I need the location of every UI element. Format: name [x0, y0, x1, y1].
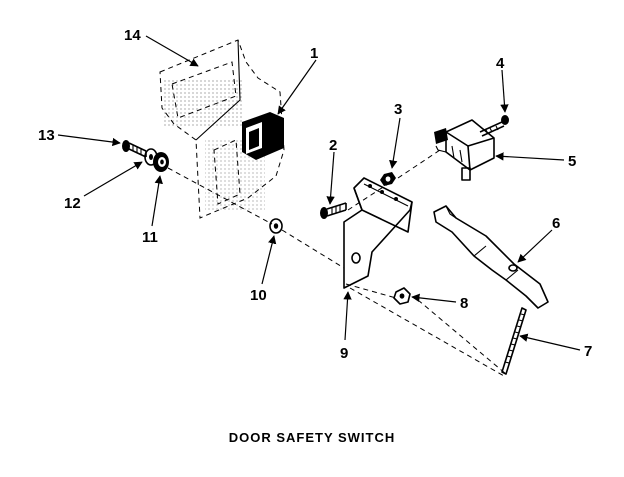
mounting-bracket: [343, 177, 413, 289]
grommet-11: [153, 152, 169, 172]
door-housing-panel: [159, 39, 285, 219]
diagram-caption: DOOR SAFETY SWITCH: [228, 430, 396, 445]
assembly-lines: [167, 149, 507, 377]
callout-14: 14: [124, 27, 141, 44]
callout-labels: 1 2 3 4 5 6 7 8 9 10 11 12 13 14: [38, 27, 592, 362]
spring: [501, 307, 527, 375]
callout-6: 6: [552, 215, 560, 232]
callout-8: 8: [460, 295, 468, 312]
callout-11: 11: [142, 229, 158, 246]
nut-3: [380, 172, 396, 186]
screw-4: [479, 115, 509, 137]
washer-10: [269, 218, 283, 234]
actuator-block: [242, 112, 284, 160]
callout-13: 13: [38, 127, 55, 144]
callout-10: 10: [250, 287, 267, 304]
leader-lines: [57, 35, 581, 351]
callout-7: 7: [584, 343, 592, 360]
callout-1: 1: [310, 45, 318, 62]
actuator-lever: [433, 205, 549, 309]
screw-13: [122, 140, 147, 158]
callout-12: 12: [64, 195, 81, 212]
callout-3: 3: [394, 101, 402, 118]
safety-switch: [434, 119, 495, 181]
screw-2: [320, 202, 347, 219]
callout-5: 5: [568, 153, 576, 170]
nut-8: [393, 287, 411, 305]
callout-4: 4: [496, 55, 505, 72]
callout-9: 9: [340, 345, 348, 362]
callout-2: 2: [329, 137, 337, 154]
